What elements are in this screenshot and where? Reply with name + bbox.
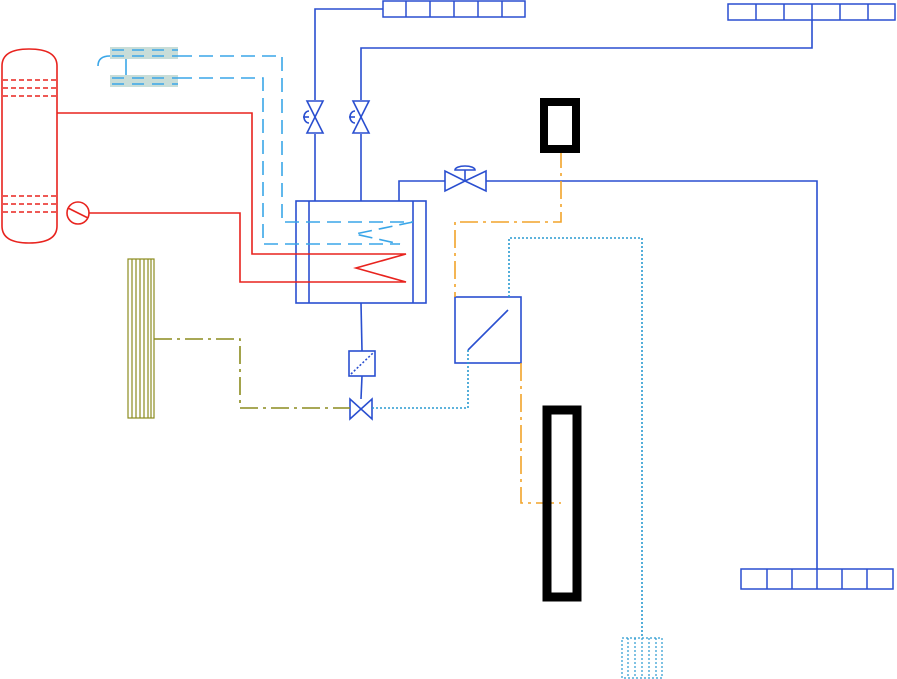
hot-piping	[57, 112, 407, 283]
valve-right[interactable]	[349, 100, 371, 134]
nozzle-strip-top-right	[727, 3, 896, 21]
heat-exchanger[interactable]	[295, 200, 427, 304]
tall-indicator	[542, 405, 582, 602]
pump[interactable]	[66, 201, 90, 225]
valve-left[interactable]	[303, 100, 325, 134]
small-indicator	[540, 98, 580, 153]
vessel[interactable]	[1, 48, 58, 244]
cooling-coil	[97, 47, 178, 87]
filter[interactable]	[348, 350, 376, 377]
dotted-signal-line	[372, 237, 643, 638]
bottom-valve[interactable]	[349, 397, 373, 421]
olive-signal-line	[154, 338, 350, 409]
analyzer[interactable]	[454, 296, 522, 364]
control-valve[interactable]	[444, 165, 487, 193]
finned-cooler[interactable]	[127, 258, 155, 419]
drain-grate	[621, 637, 663, 679]
nozzle-strip-top	[382, 0, 526, 18]
cooling-piping	[178, 55, 414, 245]
process-piping	[314, 8, 818, 569]
nozzle-strip-bottom-right	[740, 568, 894, 590]
